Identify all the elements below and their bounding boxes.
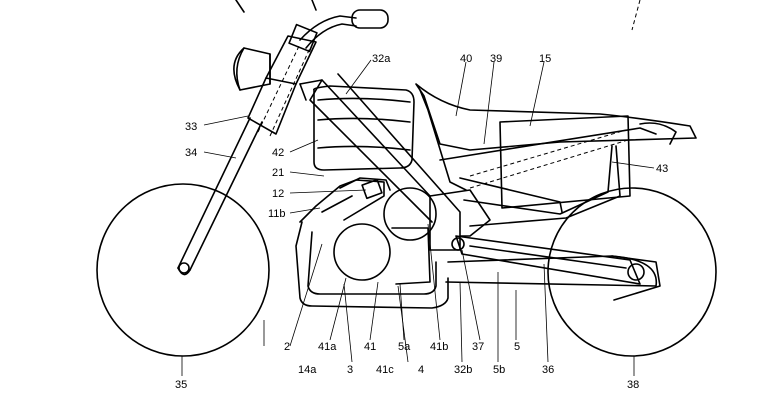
ref-label: 11b xyxy=(268,208,286,220)
ref-label: 42 xyxy=(272,147,284,159)
ref-label: 32b xyxy=(454,364,472,376)
ref-label: 37 xyxy=(472,341,484,353)
ref-label: 35 xyxy=(175,379,187,391)
ref-label: 32a xyxy=(372,53,391,65)
ref-label: 39 xyxy=(490,53,502,65)
swing-arm xyxy=(455,235,645,285)
tank xyxy=(313,85,415,171)
ref-label: 5a xyxy=(398,341,411,353)
seat xyxy=(415,83,697,151)
ref-label: 38 xyxy=(627,379,639,391)
ref-label: 36 xyxy=(542,364,554,376)
engine xyxy=(299,177,437,285)
ref-label: 41c xyxy=(376,364,394,376)
ref-label: 33 xyxy=(185,121,197,133)
ref-label: 5 xyxy=(514,341,520,353)
ref-label: 41b xyxy=(430,341,448,353)
drive-belt xyxy=(445,255,661,301)
headlight xyxy=(233,47,271,91)
front-wheel xyxy=(96,183,270,357)
fork-cover xyxy=(247,23,318,137)
ref-label: 41 xyxy=(364,341,376,353)
ref-label: 21 xyxy=(272,167,284,179)
ref-label: 2 xyxy=(284,341,290,353)
ref-label: 34 xyxy=(185,147,197,159)
ref-label: 40 xyxy=(460,53,472,65)
ref-label: 5b xyxy=(493,364,505,376)
ref-label: 43 xyxy=(656,163,668,175)
main-frame xyxy=(299,73,491,251)
battery-case xyxy=(499,115,631,209)
ref-label: 41a xyxy=(318,341,337,353)
ref-label: 4 xyxy=(418,364,424,376)
rear-subframe xyxy=(439,122,677,227)
ref-label: 12 xyxy=(272,188,284,200)
ref-label: 3 xyxy=(347,364,353,376)
front-fork xyxy=(177,117,263,276)
handlebar xyxy=(235,0,389,49)
ref-label: 15 xyxy=(539,53,551,65)
rear-wheel xyxy=(547,187,717,357)
ref-label: 14a xyxy=(298,364,317,376)
leader-lines xyxy=(181,0,655,376)
